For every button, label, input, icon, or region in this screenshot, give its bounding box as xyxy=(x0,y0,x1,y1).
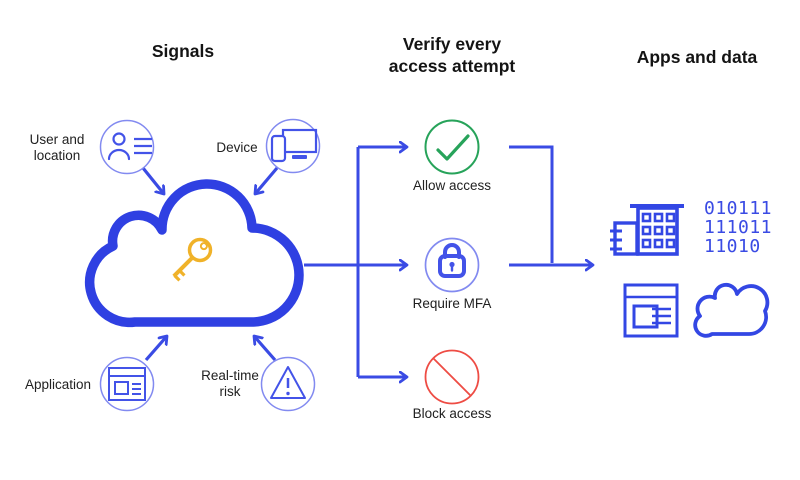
no-entry-icon xyxy=(424,349,480,405)
app-window-icon xyxy=(99,356,155,412)
allow-access-label: Allow access xyxy=(413,178,491,193)
cloud-outline xyxy=(84,179,304,328)
outcome-allow-access: Allow access xyxy=(413,119,491,193)
arrow-device-to-cloud xyxy=(255,166,279,194)
user-location-label-line1: User and xyxy=(30,132,85,147)
signal-user-location: User and location xyxy=(30,119,155,175)
apps-and-data-cluster: 010111 111011 11010 xyxy=(610,198,772,338)
verify-header-line2: access attempt xyxy=(389,56,516,76)
allow-to-merge-line xyxy=(509,145,554,263)
cloud-icon xyxy=(693,282,770,338)
lock-circle-icon xyxy=(424,237,480,293)
user-location-label-line2: location xyxy=(34,148,81,163)
device-label: Device xyxy=(216,140,257,155)
block-access-label: Block access xyxy=(413,406,492,421)
arrow-risk-to-cloud xyxy=(254,336,277,362)
cloud-with-key-icon xyxy=(84,179,304,328)
signal-device: Device xyxy=(216,118,321,174)
realtime-risk-label-line1: Real-time xyxy=(201,368,259,383)
key-icon xyxy=(172,237,213,282)
binary-row-2: 111011 xyxy=(704,217,772,238)
app-window-large-icon xyxy=(623,283,679,338)
outcome-block-access: Block access xyxy=(413,349,492,421)
application-label: Application xyxy=(25,377,91,392)
require-mfa-label: Require MFA xyxy=(413,296,492,311)
buildings-icon xyxy=(610,204,684,256)
arrow-user-to-cloud xyxy=(141,166,164,194)
signals-header: Signals xyxy=(152,41,215,61)
realtime-risk-label-line2: risk xyxy=(220,384,241,399)
verify-header-line1: Verify every xyxy=(403,34,502,54)
user-contact-card-icon xyxy=(99,119,155,175)
binary-row-1: 010111 xyxy=(704,198,772,219)
check-circle-icon xyxy=(424,119,480,175)
signal-realtime-risk: Real-time risk xyxy=(201,356,316,412)
warning-triangle-icon xyxy=(260,356,316,412)
connector-lines xyxy=(141,145,593,377)
binary-row-3: 11010 xyxy=(704,236,761,257)
apps-data-header: Apps and data xyxy=(637,47,758,67)
desktop-and-phone-icon xyxy=(265,118,321,174)
signal-application: Application xyxy=(25,356,155,412)
arrow-application-to-cloud xyxy=(144,336,167,362)
outcome-require-mfa: Require MFA xyxy=(413,237,492,311)
binary-data-icon: 010111 111011 11010 xyxy=(704,198,772,257)
